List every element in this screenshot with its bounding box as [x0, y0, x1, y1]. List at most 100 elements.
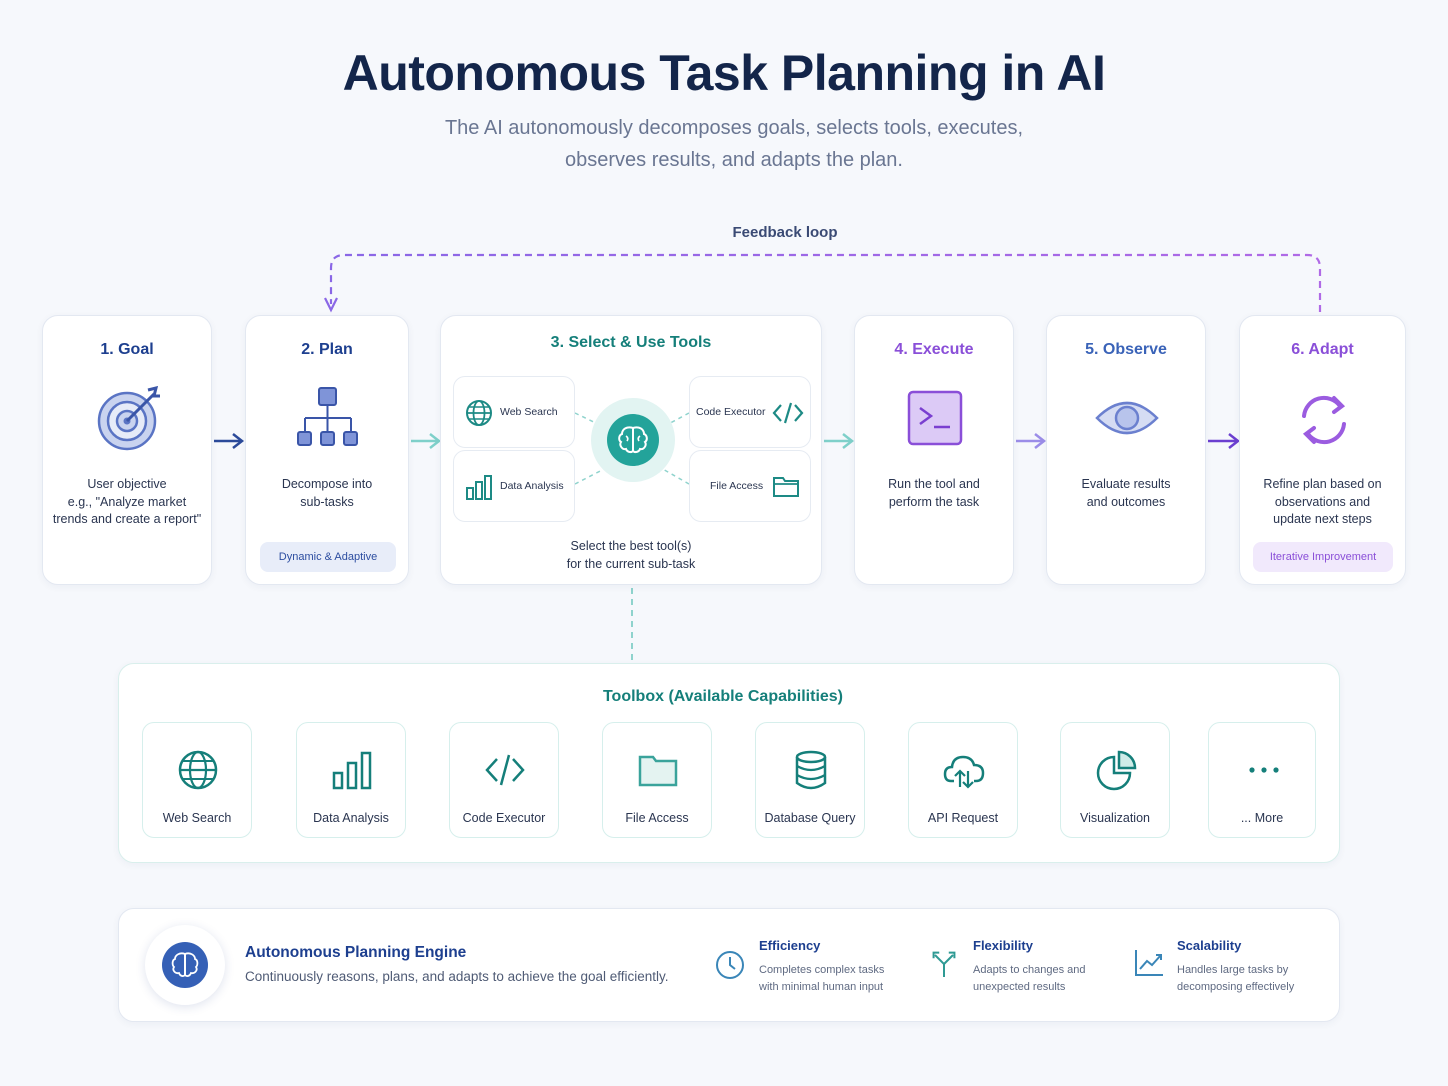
- feature-flexibility-desc: Adapts to changes and unexpected results: [973, 962, 1086, 996]
- mini-tool-web-search[interactable]: Web Search: [453, 376, 575, 448]
- dynamic-adaptive-badge: Dynamic & Adaptive: [260, 542, 396, 572]
- step-tools-title: 3. Select & Use Tools: [550, 334, 712, 351]
- toolbox-item-label: Visualization: [1080, 811, 1150, 825]
- database-icon: [795, 750, 827, 790]
- mini-tool-label: Data Analysis: [500, 480, 564, 492]
- mini-tool-code-executor[interactable]: Code Executor: [689, 376, 811, 448]
- arrow-observe-adapt: [1208, 433, 1241, 449]
- feature-desc-line: unexpected results: [973, 981, 1066, 993]
- mini-tool-data-analysis[interactable]: Data Analysis: [453, 450, 575, 522]
- step-adapt-card[interactable]: 6. Adapt Refine plan based on observatio…: [1239, 315, 1406, 585]
- step-tools-card[interactable]: 3. Select & Use Tools Web Search Code Ex…: [440, 315, 822, 585]
- step-tools-desc: Select the best tool(s) for the current …: [441, 538, 821, 573]
- toolbox-item-api-request[interactable]: API Request: [908, 722, 1018, 838]
- mini-tool-label: Code Executor: [696, 406, 766, 418]
- engine-desc: Continuously reasons, plans, and adapts …: [245, 969, 669, 984]
- step-goal-title: 1. Goal: [100, 341, 154, 358]
- feature-scalability-title: Scalability: [1177, 938, 1242, 953]
- globe-icon: [466, 400, 492, 426]
- step-adapt-title: 6. Adapt: [1291, 341, 1354, 358]
- arrow-plan-tools: [411, 433, 442, 449]
- subtitle-line-2: observes results, and adapts the plan.: [565, 149, 903, 171]
- step-goal-desc: User objective e.g., "Analyze market tre…: [43, 476, 211, 529]
- code-icon: [772, 402, 804, 424]
- feedback-arrowhead: [324, 297, 338, 313]
- step-plan-card[interactable]: 2. Plan Decompose into sub-tasks Dynamic…: [245, 315, 409, 585]
- toolbox-item-label: Database Query: [764, 811, 856, 825]
- brain-icon: [162, 942, 208, 988]
- toolbox-item-label: Code Executor: [462, 811, 546, 825]
- step-plan-desc: Decompose into sub-tasks: [246, 476, 408, 511]
- clock-icon: [716, 951, 744, 979]
- split-arrow-icon: [932, 951, 956, 977]
- more-icon: [1249, 767, 1279, 773]
- observe-desc-line: Evaluate results: [1081, 477, 1171, 491]
- terminal-icon: [907, 390, 963, 451]
- toolbox-item-visualization[interactable]: Visualization: [1060, 722, 1170, 838]
- step-observe-desc: Evaluate results and outcomes: [1047, 476, 1205, 511]
- step-plan-title: 2. Plan: [301, 341, 353, 358]
- mini-tool-file-access[interactable]: File Access: [689, 450, 811, 522]
- refresh-icon: [1294, 390, 1354, 455]
- goal-desc-line: e.g., "Analyze market: [67, 494, 187, 509]
- arrow-tools-execute: [824, 433, 855, 449]
- observe-desc-line: and outcomes: [1086, 494, 1166, 509]
- folder-icon: [638, 755, 678, 787]
- toolbox-item-code-executor[interactable]: Code Executor: [449, 722, 559, 838]
- toolbox-item-data-analysis[interactable]: Data Analysis: [296, 722, 406, 838]
- step-execute-desc: Run the tool and perform the task: [855, 476, 1013, 511]
- bar-chart-icon: [466, 475, 492, 500]
- step-observe-card[interactable]: 5. Observe Evaluate results and outcomes: [1046, 315, 1206, 585]
- toolbox-item-label: Web Search: [162, 811, 232, 825]
- feature-desc-line: with minimal human input: [759, 981, 884, 993]
- brain-icon: [607, 414, 659, 466]
- arrow-execute-observe: [1016, 433, 1047, 449]
- page-subtitle: The AI autonomously decomposes goals, se…: [374, 112, 1094, 176]
- mini-tool-label: Web Search: [500, 406, 558, 418]
- adapt-desc-line: Refine plan based on: [1263, 477, 1382, 491]
- step-execute-title: 4. Execute: [894, 341, 974, 358]
- feature-scalability-desc: Handles large tasks by decomposing effec…: [1177, 962, 1294, 996]
- goal-desc-line: User objective: [87, 477, 167, 491]
- feature-desc-line: Completes complex tasks: [759, 964, 885, 976]
- feedback-loop-label: Feedback loop: [732, 224, 838, 241]
- page-title: Autonomous Task Planning in AI: [342, 45, 1106, 101]
- toolbox-item-more[interactable]: ... More: [1208, 722, 1316, 838]
- bar-chart-icon: [332, 751, 372, 790]
- arrow-goal-plan: [214, 433, 245, 449]
- toolbox-item-label: Data Analysis: [313, 811, 389, 825]
- step-execute-card[interactable]: 4. Execute Run the tool and perform the …: [854, 315, 1014, 585]
- tools-desc-line: for the current sub-task: [566, 556, 696, 571]
- execute-desc-line: Run the tool and: [888, 477, 980, 491]
- feature-efficiency-desc: Completes complex tasks with minimal hum…: [759, 962, 884, 996]
- feature-desc-line: decomposing effectively: [1177, 981, 1295, 993]
- execute-desc-line: perform the task: [888, 494, 980, 509]
- toolbox-item-file-access[interactable]: File Access: [602, 722, 712, 838]
- feature-desc-line: Handles large tasks by: [1177, 964, 1289, 976]
- target-icon: [96, 385, 162, 457]
- feature-flexibility-title: Flexibility: [973, 938, 1033, 953]
- trend-icon: [1135, 950, 1163, 976]
- subtitle-line-1: The AI autonomously decomposes goals, se…: [444, 117, 1024, 139]
- mini-tool-label: File Access: [710, 480, 764, 492]
- toolbox-item-web-search[interactable]: Web Search: [142, 722, 252, 838]
- code-icon: [485, 754, 525, 786]
- step-observe-title: 5. Observe: [1085, 341, 1167, 358]
- step-adapt-desc: Refine plan based on observations and up…: [1240, 476, 1405, 529]
- toolbox-item-label: File Access: [625, 811, 689, 825]
- feature-efficiency-title: Efficiency: [759, 938, 821, 953]
- feature-desc-line: Adapts to changes and: [973, 964, 1086, 976]
- iterative-improvement-badge: Iterative Improvement: [1253, 542, 1393, 572]
- pie-chart-icon: [1096, 750, 1137, 791]
- step-goal-card[interactable]: 1. Goal User objective e.g., "Analyze ma…: [42, 315, 212, 585]
- toolbox-item-database-query[interactable]: Database Query: [755, 722, 865, 838]
- tools-desc-line: Select the best tool(s): [570, 539, 692, 553]
- toolbox-item-label: API Request: [927, 811, 999, 825]
- eye-icon: [1095, 394, 1159, 447]
- toolbox-item-label: ... More: [1240, 811, 1284, 825]
- toolbox-title: Toolbox (Available Capabilities): [602, 688, 844, 705]
- engine-title: Autonomous Planning Engine: [245, 944, 467, 961]
- hierarchy-icon: [295, 386, 361, 457]
- adapt-desc-line: observations and: [1274, 494, 1371, 509]
